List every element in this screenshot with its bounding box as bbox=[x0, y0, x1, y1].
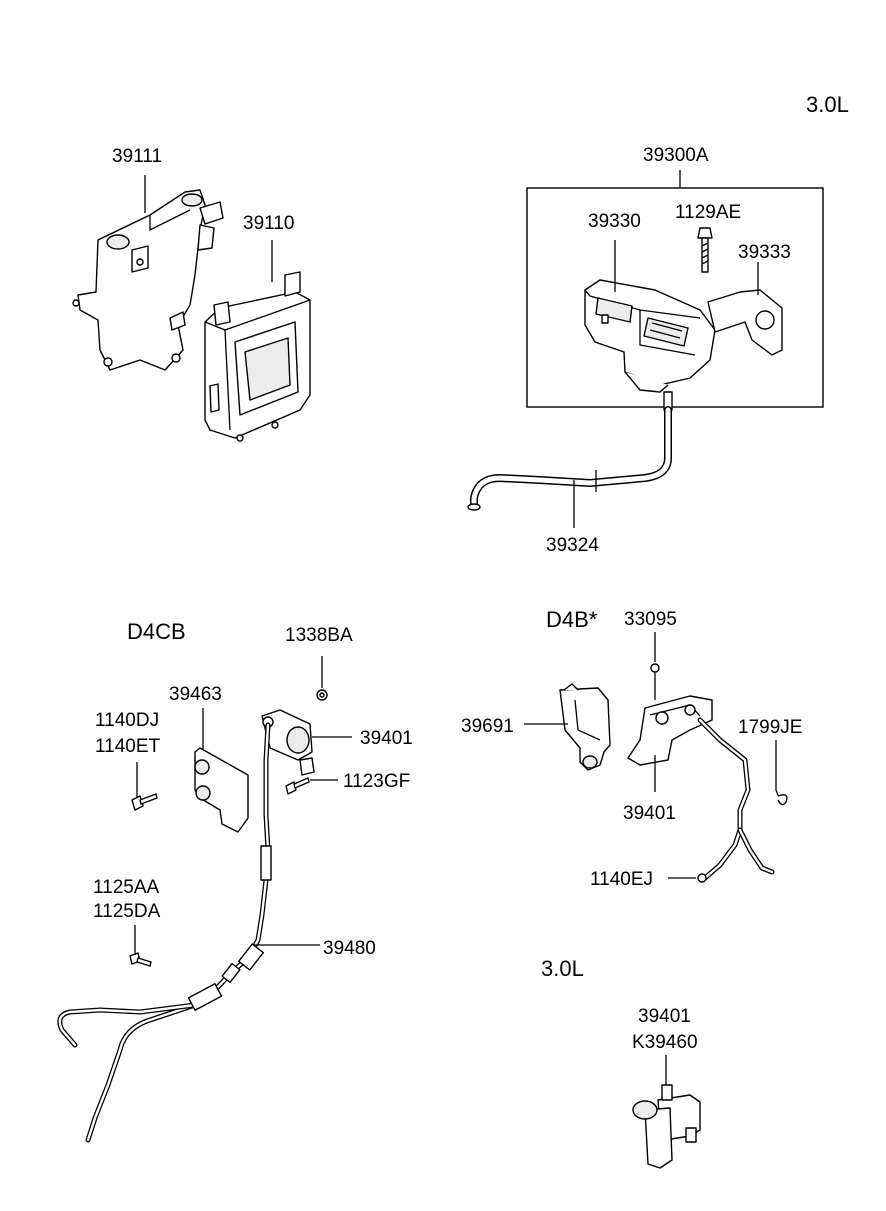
clip-1799JE bbox=[775, 740, 788, 806]
vacuum-hose-39324 bbox=[467, 406, 672, 528]
part-label-1125DA: 1125DA bbox=[93, 901, 161, 922]
part-label-39333: 39333 bbox=[738, 242, 791, 263]
bracket-plate-39463 bbox=[194, 708, 249, 833]
part-label-39300A: 39300A bbox=[643, 145, 709, 166]
variant-label-d4cb: D4CB bbox=[127, 619, 186, 644]
hose-d4b bbox=[668, 717, 775, 883]
ecu-bracket-39111 bbox=[72, 175, 224, 371]
part-label-K39460: K39460 bbox=[632, 1032, 698, 1053]
part-label-1129AE: 1129AE bbox=[675, 202, 741, 223]
nut-1338BA bbox=[316, 656, 328, 701]
part-label-39110: 39110 bbox=[243, 213, 294, 234]
part-label-1123GF: 1123GF bbox=[343, 771, 410, 792]
part-label-1799JE: 1799JE bbox=[738, 717, 802, 738]
part-label-33095: 33095 bbox=[624, 609, 677, 630]
part-label-1338BA: 1338BA bbox=[285, 625, 353, 646]
variant-label-d4b: D4B* bbox=[546, 607, 598, 632]
bolt-1125AA bbox=[129, 925, 152, 967]
solenoid-valve-39401-d4b bbox=[627, 695, 713, 792]
part-label-39111: 39111 bbox=[112, 146, 162, 167]
hose-39480 bbox=[57, 722, 320, 1143]
part-label-1140EJ: 1140EJ bbox=[590, 869, 653, 890]
ecu-39110 bbox=[204, 240, 311, 442]
bracket-39691 bbox=[524, 683, 611, 771]
solenoid-valve-39401-30l bbox=[632, 1055, 701, 1169]
part-label-1140ET: 1140ET bbox=[95, 736, 161, 757]
variant-label-top: 3.0L bbox=[806, 92, 849, 117]
sensor-assembly-39300A bbox=[526, 170, 824, 411]
bolt-1140DJ bbox=[131, 762, 158, 811]
bolt-1123GF bbox=[285, 777, 338, 795]
part-label-39401-30l: 39401 bbox=[638, 1006, 691, 1027]
part-label-39330: 39330 bbox=[588, 211, 641, 232]
part-label-1125AA: 1125AA bbox=[93, 877, 160, 898]
part-label-39691: 39691 bbox=[461, 716, 514, 737]
part-label-1140DJ: 1140DJ bbox=[95, 710, 159, 731]
part-label-39463: 39463 bbox=[169, 684, 222, 705]
part-label-39401-d4cb: 39401 bbox=[360, 728, 413, 749]
variant-label-bottom: 3.0L bbox=[541, 956, 584, 981]
solenoid-valve-39401-d4cb bbox=[261, 709, 352, 776]
part-label-39480: 39480 bbox=[323, 938, 376, 959]
part-label-39401-d4b: 39401 bbox=[623, 803, 676, 824]
bolt-33095 bbox=[650, 632, 660, 700]
part-label-39324: 39324 bbox=[546, 535, 599, 556]
